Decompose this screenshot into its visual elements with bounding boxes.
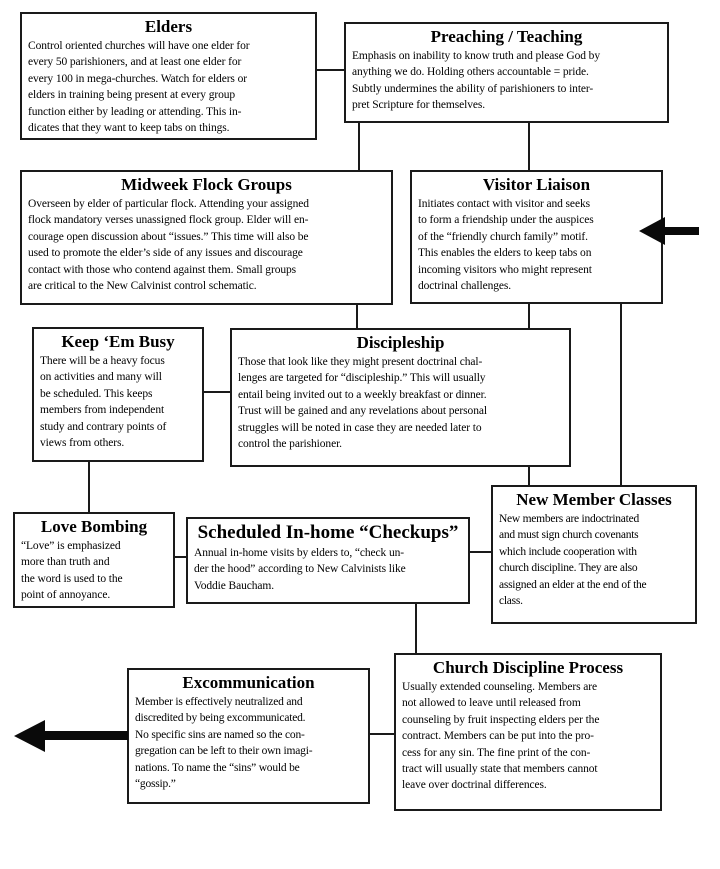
box-preaching-teaching-title: Preaching / Teaching: [430, 27, 583, 46]
visitor-liaison-inbound-left-arrow-icon: [639, 217, 665, 245]
connector-checkups-new-member-classes: [469, 551, 492, 553]
box-midweek-flock-groups-title: Midweek Flock Groups: [121, 175, 292, 194]
connector-preaching-visitor-liaison: [528, 122, 530, 171]
box-excommunication-body: Member is effectively neutralized and di…: [135, 696, 313, 791]
box-scheduled-in-home-checkups-title: Scheduled In-home “Checkups”: [197, 522, 459, 543]
connector-love-bombing-checkups: [174, 556, 187, 558]
box-discipleship-title: Discipleship: [356, 333, 445, 352]
excommunication-outbound-arrow-shaft: [43, 731, 128, 740]
connector-keep-em-busy-love-bombing: [88, 461, 90, 513]
box-excommunication: Excommunication Member is effectively ne…: [127, 668, 370, 804]
box-preaching-teaching-body: Emphasis on inability to know truth and …: [352, 50, 600, 112]
box-new-member-classes-body: New members are indoctrinated and must s…: [499, 513, 647, 608]
excommunication-outbound-left-arrow-icon: [14, 720, 45, 752]
connector-elders-preaching: [317, 69, 344, 71]
box-midweek-flock-groups-body: Overseen by elder of particular flock. A…: [28, 198, 309, 293]
box-new-member-classes-title: New Member Classes: [516, 490, 672, 509]
connector-discipline-excommunication: [369, 733, 395, 735]
box-keep-em-busy-title: Keep ‘Em Busy: [61, 332, 175, 351]
box-new-member-classes: New Member Classes New members are indoc…: [491, 485, 697, 624]
connector-visitor-discipleship: [528, 303, 530, 329]
connector-midweek-discipleship: [356, 304, 358, 329]
box-elders: Elders Control oriented churches will ha…: [20, 12, 317, 140]
box-preaching-teaching: Preaching / Teaching Emphasis on inabili…: [344, 22, 669, 123]
box-elders-body: Control oriented churches will have one …: [28, 40, 250, 135]
box-love-bombing-title: Love Bombing: [40, 517, 148, 536]
connector-checkups-discipline-process: [415, 603, 417, 654]
box-elders-title: Elders: [144, 17, 193, 36]
box-church-discipline-process-title: Church Discipline Process: [432, 658, 624, 677]
box-scheduled-in-home-checkups-body: Annual in-home visits by elders to, “che…: [194, 547, 406, 592]
box-scheduled-in-home-checkups: Scheduled In-home “Checkups” Annual in-h…: [186, 517, 470, 604]
box-discipleship-body: Those that look like they might present …: [238, 356, 487, 451]
box-visitor-liaison: Visitor Liaison Initiates contact with v…: [410, 170, 663, 304]
box-love-bombing: Love Bombing “Love” is emphasized more t…: [13, 512, 175, 608]
connector-discipleship-new-member-classes: [528, 466, 530, 486]
connector-visitor-new-member-classes: [620, 303, 622, 486]
box-midweek-flock-groups: Midweek Flock Groups Overseen by elder o…: [20, 170, 393, 305]
box-church-discipline-process-body: Usually extended counseling. Members are…: [402, 681, 600, 792]
connector-keep-em-busy-discipleship: [203, 391, 231, 393]
box-excommunication-title: Excommunication: [182, 673, 315, 692]
box-discipleship: Discipleship Those that look like they m…: [230, 328, 571, 467]
box-church-discipline-process: Church Discipline Process Usually extend…: [394, 653, 662, 811]
box-love-bombing-body: “Love” is emphasized more than truth and…: [21, 540, 123, 602]
visitor-liaison-inbound-arrow-shaft: [663, 227, 699, 235]
connector-preaching-midweek: [358, 122, 360, 171]
box-keep-em-busy: Keep ‘Em Busy There will be a heavy focu…: [32, 327, 204, 462]
box-visitor-liaison-title: Visitor Liaison: [482, 175, 591, 194]
box-keep-em-busy-body: There will be a heavy focus on activitie…: [40, 355, 167, 450]
box-visitor-liaison-body: Initiates contact with visitor and seeks…: [418, 198, 594, 293]
